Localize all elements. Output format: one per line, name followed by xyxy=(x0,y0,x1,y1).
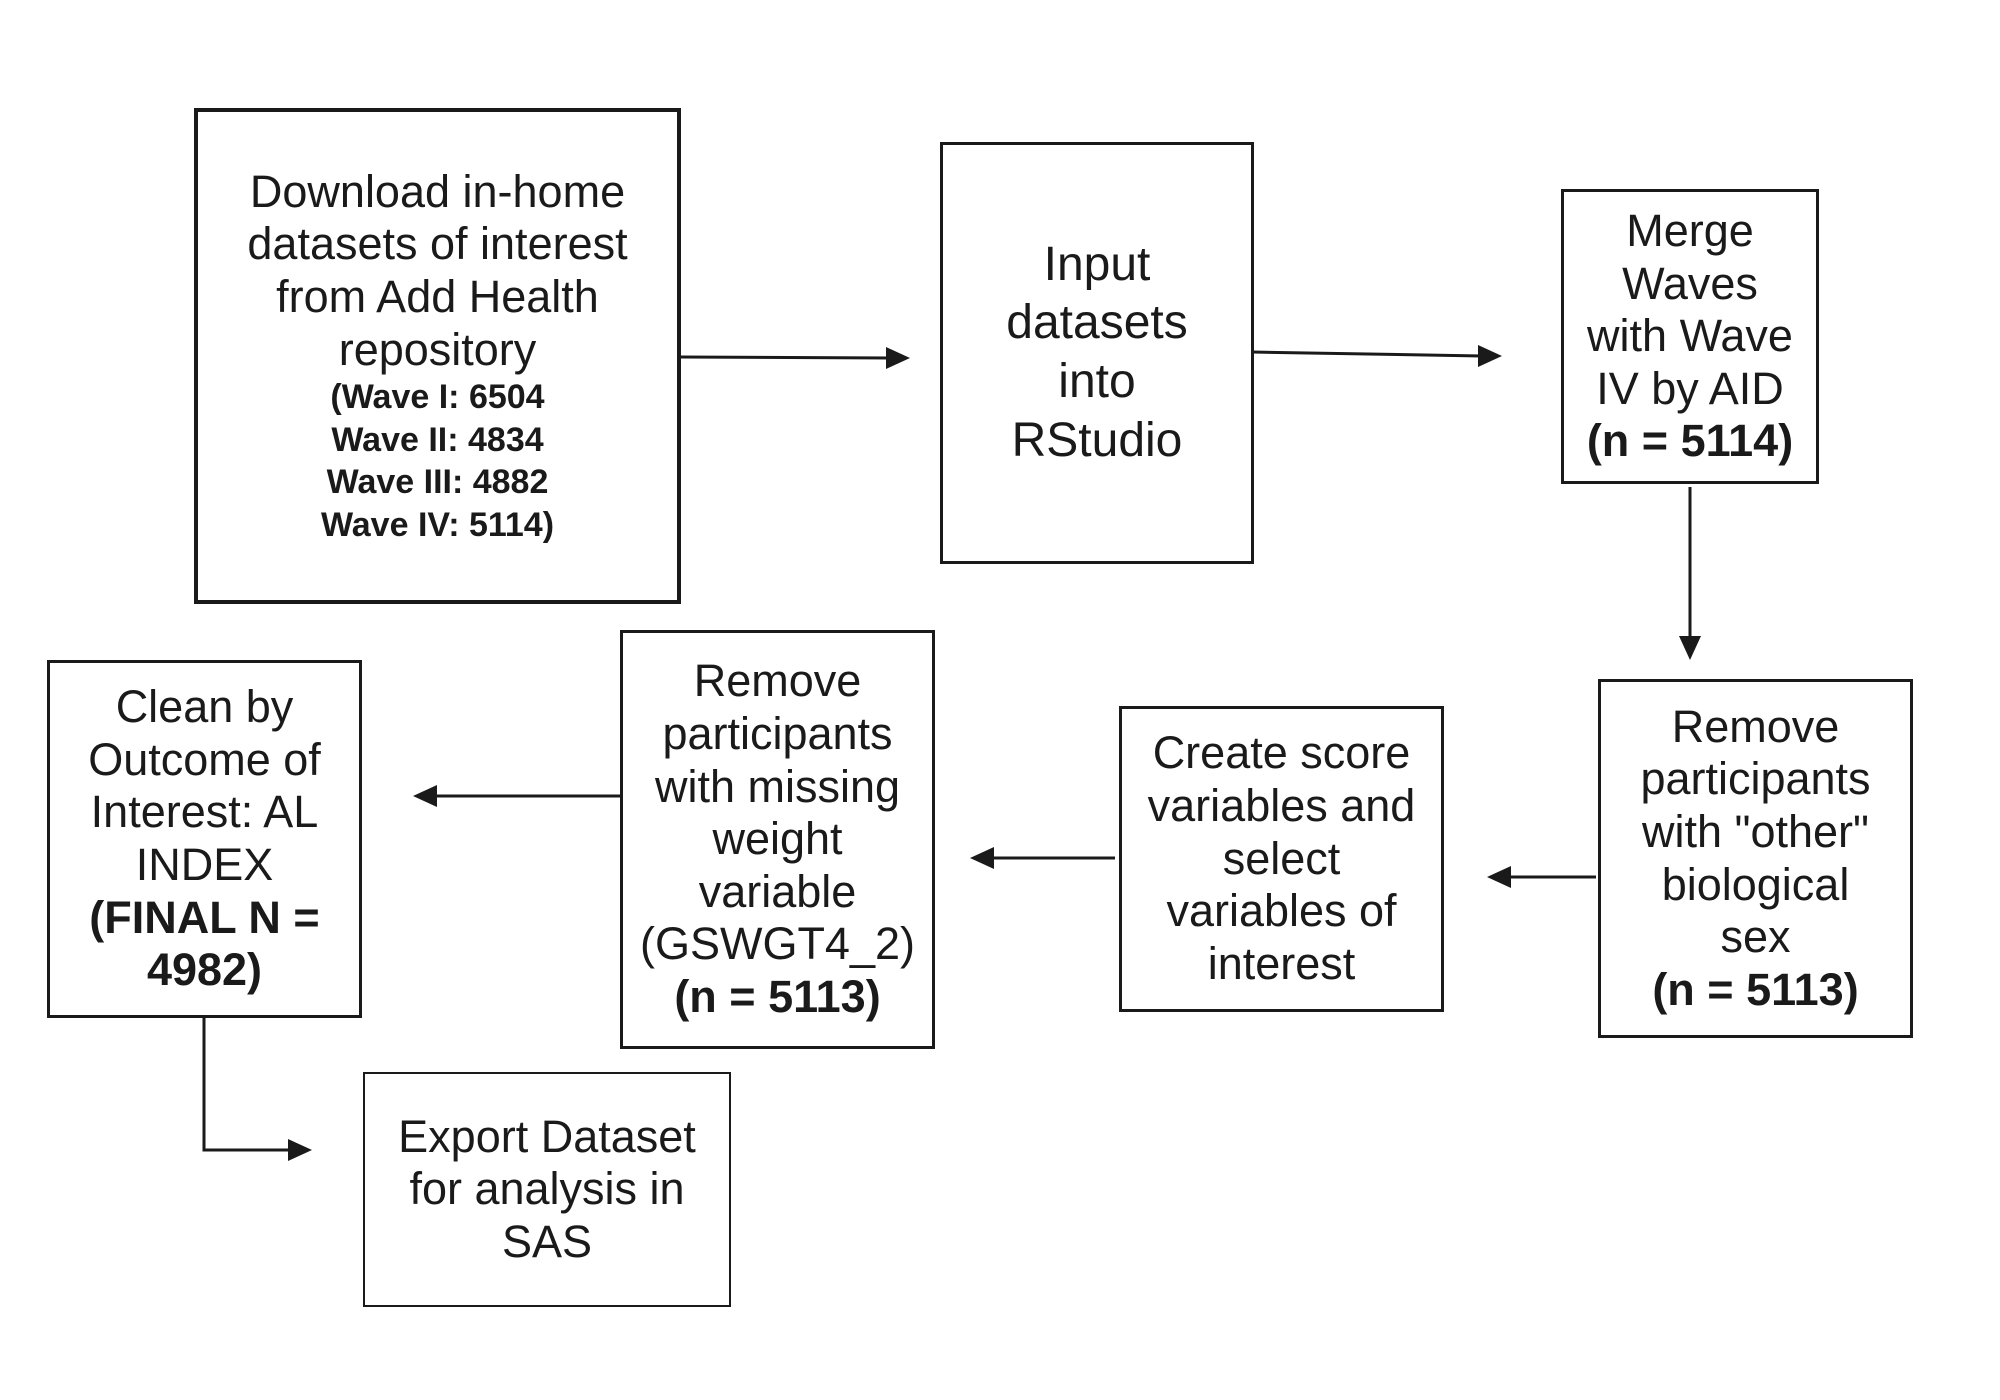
clean-line-2: Outcome of xyxy=(88,733,321,785)
download-datasets-box: Download in-home datasets of interest fr… xyxy=(194,108,681,604)
clean-by-outcome-box: Clean by Outcome of Interest: AL INDEX (… xyxy=(47,660,362,1018)
create-score-line-5: interest xyxy=(1207,937,1356,989)
remove-sex-line-3: with "other" xyxy=(1641,805,1870,857)
arrow-clean-to-export xyxy=(202,1018,292,1152)
create-score-line-3: select xyxy=(1222,832,1341,884)
remove-weight-line-5: variable xyxy=(698,865,857,917)
remove-sex-line-5: sex xyxy=(1720,911,1791,963)
input-line-2: datasets xyxy=(1006,296,1188,350)
merge-line-4: IV by AID xyxy=(1596,362,1784,414)
clean-final-line-2: 4982) xyxy=(146,944,263,996)
arrowhead-remove-sex-to-create-score xyxy=(1487,866,1511,888)
create-score-line-2: variables and xyxy=(1147,780,1416,832)
merge-line-1: Merge xyxy=(1626,204,1754,256)
remove-weight-count: (n = 5113) xyxy=(674,971,881,1023)
download-line-4: repository xyxy=(338,323,537,375)
arrowhead-remove-weight-to-clean xyxy=(413,785,437,807)
merge-waves-box: Merge Waves with Wave IV by AID (n = 511… xyxy=(1561,189,1819,484)
arrowhead-merge-to-remove-sex xyxy=(1679,636,1701,660)
create-score-variables-box: Create score variables and select variab… xyxy=(1119,706,1444,1012)
arrowhead-download-to-input xyxy=(886,347,910,369)
remove-weight-line-3: with missing xyxy=(654,760,901,812)
remove-sex-line-2: participants xyxy=(1640,753,1871,805)
remove-weight-line-4: weight xyxy=(712,813,843,865)
download-line-3: from Add Health xyxy=(276,271,599,322)
wave-count-3: Wave III: 4882 xyxy=(326,463,549,502)
merge-line-2: Waves xyxy=(1622,257,1758,309)
arrowhead-create-score-to-remove-weight xyxy=(970,847,994,869)
arrow-download-to-input xyxy=(679,355,891,360)
wave-count-4: Wave IV: 5114) xyxy=(320,505,555,544)
remove-sex-count: (n = 5113) xyxy=(1652,963,1859,1015)
export-line-3: SAS xyxy=(501,1215,593,1267)
input-line-4: RStudio xyxy=(1011,413,1183,467)
remove-sex-line-1: Remove xyxy=(1671,700,1840,752)
wave-count-1: (Wave I: 6504 xyxy=(330,378,545,417)
arrow-input-to-merge xyxy=(1251,350,1483,358)
remove-weight-line-6: (GSWGT4_2) xyxy=(639,918,916,970)
remove-other-sex-box: Remove participants with "other" biologi… xyxy=(1598,679,1913,1038)
input-datasets-box: Input datasets into RStudio xyxy=(940,142,1254,564)
clean-final-line-1: (FINAL N = xyxy=(89,891,320,943)
clean-line-3: Interest: AL xyxy=(90,786,319,838)
export-dataset-box: Export Dataset for analysis in SAS xyxy=(363,1072,731,1307)
create-score-line-4: variables of xyxy=(1166,885,1397,937)
input-line-3: into xyxy=(1058,355,1136,408)
arrowhead-input-to-merge xyxy=(1478,345,1502,367)
merge-line-3: with Wave xyxy=(1587,310,1793,362)
download-line-2: datasets of interest xyxy=(247,218,628,270)
clean-line-4: INDEX xyxy=(135,839,274,890)
remove-weight-line-1: Remove xyxy=(693,655,862,707)
export-line-1: Export Dataset xyxy=(398,1110,696,1162)
arrowhead-clean-to-export xyxy=(288,1139,312,1161)
clean-line-1: Clean by xyxy=(115,681,294,733)
download-line-1: Download in-home xyxy=(249,165,626,217)
merge-count: (n = 5114) xyxy=(1586,415,1794,467)
wave-count-2: Wave II: 4834 xyxy=(331,420,544,459)
remove-weight-line-2: participants xyxy=(662,707,893,759)
export-line-2: for analysis in xyxy=(409,1163,685,1215)
create-score-line-1: Create score xyxy=(1152,727,1411,779)
input-line-1: Input xyxy=(1043,237,1151,291)
remove-sex-line-4: biological xyxy=(1661,858,1850,910)
remove-missing-weight-box: Remove participants with missing weight … xyxy=(620,630,935,1049)
